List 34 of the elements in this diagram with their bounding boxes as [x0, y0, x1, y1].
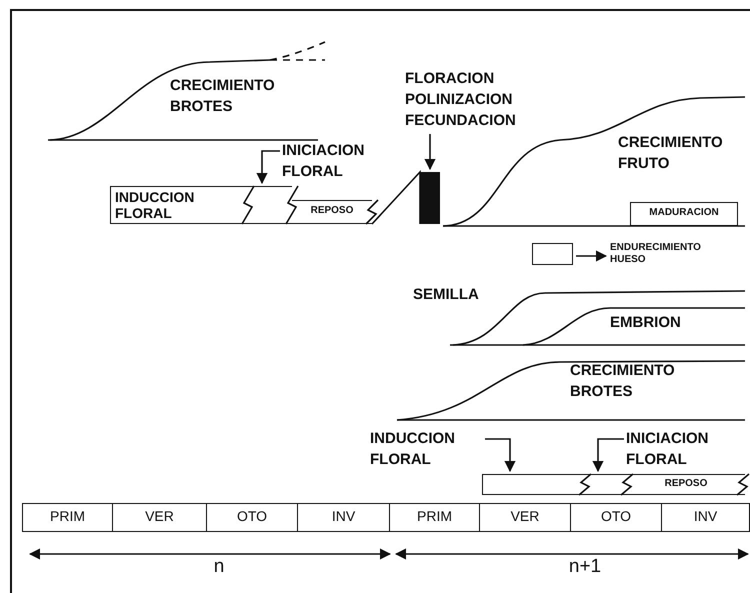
- season-cell: OTO: [207, 503, 298, 532]
- season-cell: PRIM: [390, 503, 480, 532]
- phase-segment: [585, 474, 627, 495]
- span-label: n+1: [568, 556, 602, 578]
- arrow: [576, 250, 608, 262]
- phase-segment: [482, 474, 585, 495]
- season-cell: OTO: [571, 503, 662, 532]
- arrow: [256, 150, 280, 184]
- span-label: n: [212, 556, 226, 578]
- season-cell: VER: [480, 503, 571, 532]
- season-cell: VER: [113, 503, 207, 532]
- sample-box: [532, 243, 573, 265]
- phase-segment: INDUCCION FLORAL: [110, 186, 248, 224]
- season-cell: INV: [298, 503, 390, 532]
- season-cell: INV: [662, 503, 750, 532]
- phase-segment: REPOSO: [292, 200, 372, 224]
- arrow: [424, 134, 436, 170]
- stage-label: INICIACION FLORAL: [282, 140, 392, 184]
- curve-label: SEMILLA: [413, 285, 480, 305]
- arrow: [592, 438, 624, 472]
- stage-label: INICIACION FLORAL: [626, 428, 736, 472]
- curve-label: EMBRION: [610, 313, 682, 333]
- maturation-box: MADURACION: [630, 202, 738, 226]
- phase-segment: [248, 186, 292, 224]
- flowering-bar: [420, 172, 440, 224]
- stage-label: FLORACION POLINIZACION FECUNDACION: [405, 68, 555, 132]
- stage-label: INDUCCION FLORAL: [370, 428, 480, 472]
- curve-label: CRECIMIENTO FRUTO: [618, 133, 724, 174]
- arrow: [485, 438, 516, 472]
- season-cell: PRIM: [22, 503, 113, 532]
- phase-segment: REPOSO: [627, 474, 745, 495]
- curve-label: CRECIMIENTO BROTES: [570, 361, 676, 402]
- legend-label: ENDURECIMIENTO HUESO: [610, 242, 710, 270]
- curve-label: CRECIMIENTO BROTES: [170, 76, 276, 117]
